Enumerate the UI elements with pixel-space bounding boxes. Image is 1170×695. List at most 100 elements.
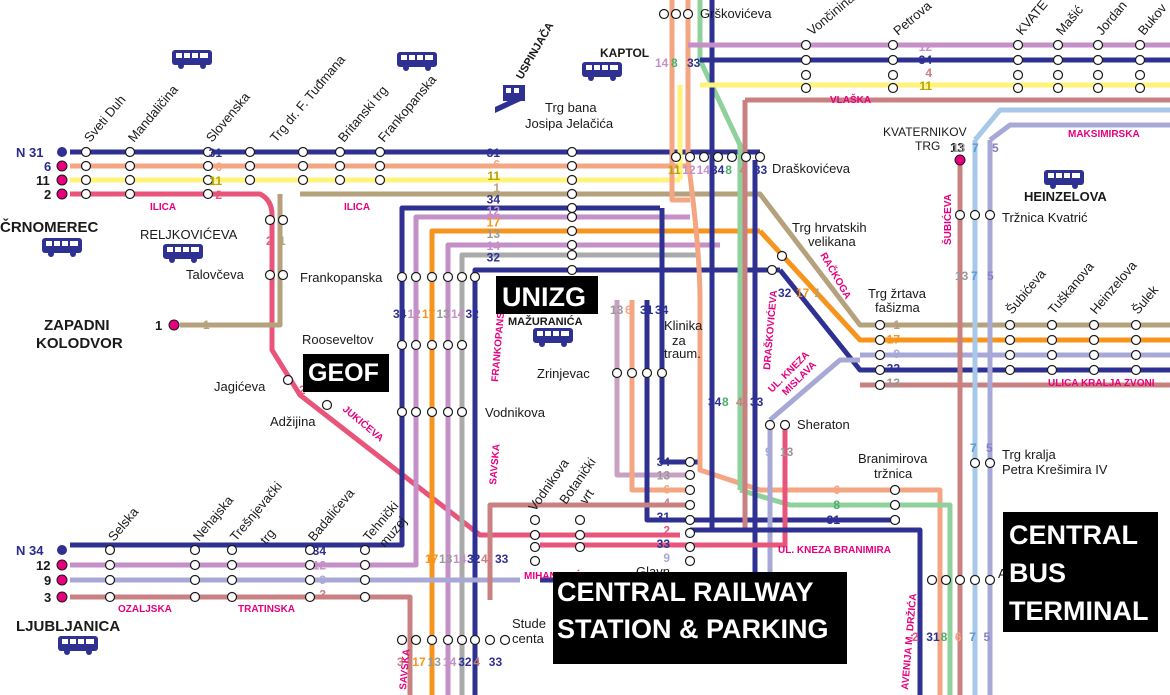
line-number-trznica: 7 — [971, 269, 978, 283]
stop-zrinjevac: Zrinjevac — [537, 366, 590, 381]
line-number-draskov_mid: 33 — [754, 163, 768, 177]
stop-talovceva: Talovčeva — [186, 267, 245, 282]
stop-trg-kralja: Trg kralja — [1002, 447, 1056, 462]
stop-klinika: Klinika — [664, 318, 703, 333]
line-number-east_stack: 13 — [887, 376, 901, 390]
stop-badaliceva: Badalićeva — [305, 485, 358, 544]
stop-sulek: Šulek — [1129, 282, 1162, 317]
stop-grskoviceva: Grškovićeva — [700, 6, 772, 21]
stop-trg-hrvatskih: Trg hrvatskih — [792, 220, 867, 235]
central-railway-line2: STATION & PARKING — [557, 614, 829, 645]
stop-trg-bana: Trg bana — [545, 100, 597, 115]
line-number-vert_mid: 13 — [610, 303, 624, 317]
line-number-mislava: 17 — [796, 286, 810, 300]
stop-subiceva: Šubićeva — [1003, 266, 1049, 317]
line-number-vert_left: 14 — [451, 307, 465, 321]
line-number-bottom_left: 4 — [481, 552, 488, 566]
line-number-south_stack: 6 — [663, 482, 670, 496]
line-number-vert_mid: 34 — [655, 303, 669, 317]
badge-n31: N 31 — [16, 145, 43, 160]
line-number-east_stack: 32 — [887, 362, 901, 376]
stop-klinika-2: za — [672, 333, 687, 348]
line-number-bottom_left: 17 — [425, 552, 439, 566]
stop-trg-hrvatskih-2: velikana — [808, 234, 856, 249]
line-number-top_left: 2 — [215, 188, 222, 202]
bus-icon — [163, 244, 203, 263]
stop-a: A — [998, 566, 1007, 581]
line-number-sw_stack: 9 — [319, 573, 326, 587]
line-number-draskov_top: 33 — [687, 56, 701, 70]
line-number-top_left: 11 — [209, 174, 222, 188]
bus-icon — [1044, 170, 1084, 189]
line-number-bottom_east: 8 — [941, 630, 948, 644]
stop-vodnikova-mid: Vodnikova — [485, 405, 546, 420]
line-number-east_stack: 9 — [893, 347, 900, 361]
line-number-center_stack: 14 — [487, 239, 501, 253]
line-number-vert_east: 4 — [736, 395, 743, 409]
bus-terminal-line1: CENTRAL — [1009, 520, 1138, 550]
bus-icon — [533, 328, 573, 347]
line-number-bottom_east: 2 — [912, 630, 919, 644]
line-number-bottom_mid: 4 — [474, 655, 481, 669]
badge-3: 3 — [44, 590, 51, 605]
terminal-kaptol: KAPTOL — [600, 46, 649, 60]
line-number-mislava: 32 — [778, 286, 792, 300]
terminal-kvaternikov: KVATERNIKOV — [883, 125, 967, 139]
line-number-draskov_top: 14 — [655, 56, 669, 70]
stop-frankopanska-top: Frankopanska — [375, 72, 440, 145]
bus-icon — [58, 636, 98, 655]
line-number-sw_stack: 3 — [319, 588, 326, 602]
line-number-sw_stack: 34 — [313, 544, 327, 558]
line-number-talovceva: 2 — [266, 234, 273, 248]
line-number-top_right: 11 — [919, 79, 932, 93]
line-number-bottom_mid: 33 — [489, 655, 503, 669]
line-number-bottom_left: 33 — [495, 552, 509, 566]
stop-jagiceva: Jagićeva — [214, 379, 266, 394]
line-number-draskov_mid: 4 — [740, 163, 747, 177]
terminal-kvaternikov-2: TRG — [915, 139, 940, 153]
street-maksimirska: MAKSIMIRSKA — [1068, 129, 1140, 140]
street-savska: SAVSKA — [488, 444, 503, 486]
stop-trg-bana-2: Josipa Jelačića — [525, 116, 614, 131]
line-number-kvaternik: 5 — [992, 141, 999, 155]
stop-sveti-duh: Sveti Duh — [81, 92, 129, 145]
line-number-bottom_mid: 17 — [412, 655, 426, 669]
line-number-south_stack: 33 — [657, 537, 671, 551]
geof-label: GEOF — [303, 354, 389, 392]
line-number-trznica: 13 — [955, 269, 969, 283]
line-number-bottom_mid: 13 — [428, 655, 442, 669]
line-number-branimir: 6 — [833, 483, 840, 497]
line-number-south_stack: 9 — [663, 551, 670, 565]
terminal-heinzelova: HEINZELOVA — [1024, 189, 1107, 204]
line-number-kralja: 7 — [970, 441, 977, 455]
uspinjaca-label: USPINJAČA — [513, 20, 556, 82]
stop-trg-tudmana: Trg dr. F. Tuđmana — [267, 51, 349, 144]
stop-rooseveltov: Rooseveltov — [302, 332, 374, 347]
line-number-center_stack: 32 — [487, 250, 501, 264]
stop-studentski-2: centa — [512, 631, 545, 646]
stop-trg-zrtava: Trg žrtava — [868, 286, 927, 301]
street-ilica-right: ILICA — [344, 202, 370, 213]
bus-terminal-line3: TERMINAL — [1009, 595, 1149, 626]
bus-icon — [42, 238, 82, 257]
line-number-center_stack: 34 — [487, 192, 501, 206]
line-number-bottom_east: 7 — [969, 630, 976, 644]
line-number-vert_left: 32 — [466, 307, 480, 321]
badge-13: 13 — [950, 140, 964, 155]
line-number-draskov_mid: 12 — [682, 163, 696, 177]
stop-trg-kralja-2: Petra Krešimira IV — [1002, 462, 1108, 477]
stop-bukov: Bukov — [1135, 0, 1170, 38]
street-kralja-zvonimira: ULICA KRALJA ZVONI — [1048, 378, 1155, 389]
line-number-draskov_mid: 11 — [668, 163, 681, 177]
line-number-south_stack: 13 — [657, 469, 671, 483]
unizg-label: UNIZG — [496, 276, 598, 314]
mazuranica-label: RELJKOVIĆEVA — [140, 227, 238, 242]
line-number-bottom_mid: 3 — [397, 655, 404, 669]
stop-tresnjevacki-2: trg — [257, 526, 278, 547]
stop-branimirova-2: tržnica — [874, 466, 913, 481]
line-number-vert_left: 17 — [422, 307, 436, 321]
terminal-ljubljanica: LJUBLJANICA — [16, 618, 120, 635]
stop-masic: Mašić — [1053, 2, 1087, 38]
line-number-draskov_mid: 8 — [725, 163, 732, 177]
line-number-branimir: 8 — [833, 498, 840, 512]
